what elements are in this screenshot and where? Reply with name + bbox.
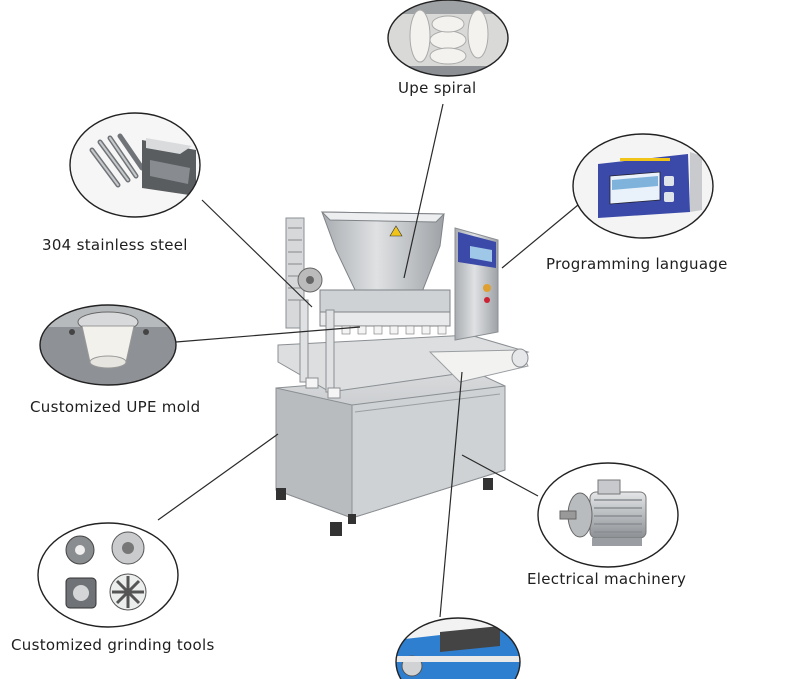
callout-outline [39,304,177,386]
callout-outline [572,133,714,239]
leader-electrical-machinery [461,454,539,497]
leader-upe-mold [175,326,361,343]
leader-lines [157,103,579,618]
leader-upe-spiral [403,103,444,279]
callout-stainless-steel [69,112,201,218]
callout-programming-language [572,133,714,239]
leader-grinding-tools [157,433,279,521]
callout-grinding-tools [37,522,179,628]
callout-conveyor-belt [395,617,521,679]
callout-upe-spiral [387,0,509,77]
callout-outline [395,617,521,679]
leader-stainless-steel [201,199,313,308]
label-stainless-steel: 304 stainless steel [42,236,188,254]
callout-electrical-machinery [537,462,679,568]
dispenser-machine [275,211,530,536]
callout-upe-mold [39,304,177,386]
label-upe-mold: Customized UPE mold [30,398,201,416]
callout-outline [37,522,179,628]
leader-conveyor-belt [439,371,463,618]
leader-programming-language [501,204,579,269]
callout-outline [387,0,509,77]
label-programming-language: Programming language [546,255,728,273]
callout-outline [537,462,679,568]
callout-outline [69,112,201,218]
label-grinding-tools: Customized grinding tools [11,636,215,654]
label-electrical-machinery: Electrical machinery [527,570,687,588]
label-upe-spiral: Upe spiral [398,79,477,97]
